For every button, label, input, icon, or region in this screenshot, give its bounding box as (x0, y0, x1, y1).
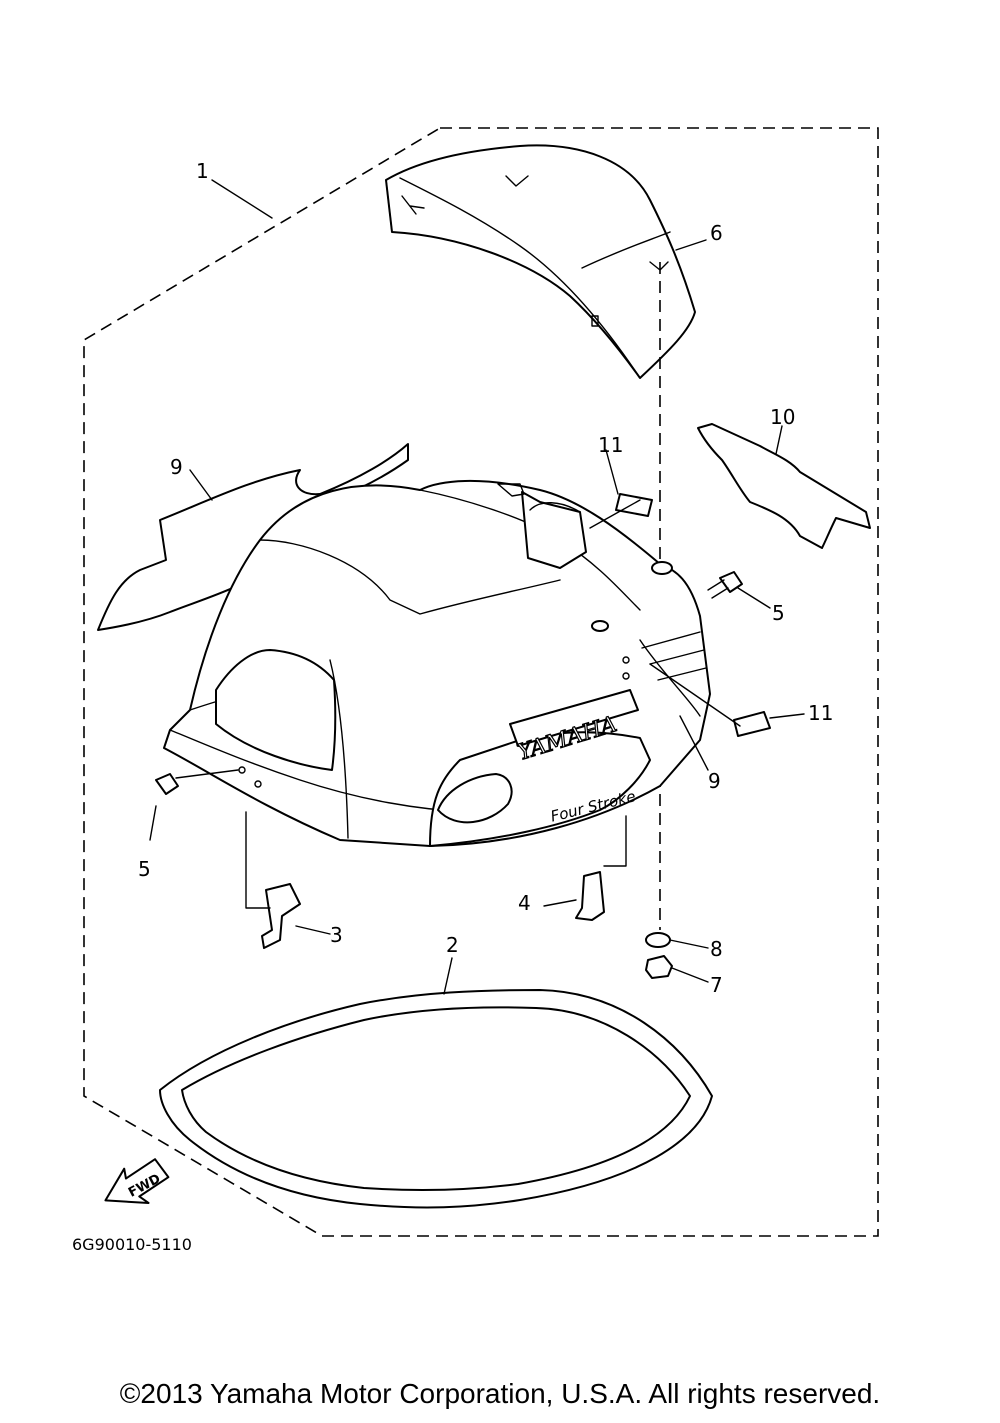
part-11-right-pad (733, 711, 771, 737)
part-5-right-screw (707, 571, 743, 599)
callout-11-right: 11 (808, 701, 833, 725)
callout-7: 7 (710, 973, 723, 997)
part-3-bracket (245, 811, 301, 949)
part-11-top-pad (615, 493, 653, 517)
part-2-seal (159, 989, 713, 1209)
callout-3: 3 (330, 923, 343, 947)
callout-4: 4 (518, 891, 531, 915)
fwd-direction-arrow: FWD (104, 1158, 170, 1204)
part-6-upper-cover (385, 144, 696, 379)
callout-2: 2 (446, 933, 459, 957)
part-9-left-decal (97, 443, 409, 631)
leader-lines (149, 179, 805, 995)
callout-5-right: 5 (772, 601, 785, 625)
callout-1: 1 (196, 159, 209, 183)
part-10-right-decal (697, 423, 871, 549)
part-5-left-screw (155, 773, 179, 795)
diagram-part-number: 6G90010-5110 (72, 1235, 192, 1254)
callout-6: 6 (710, 221, 723, 245)
callout-11-top: 11 (598, 433, 623, 457)
callout-5-left: 5 (138, 857, 151, 881)
callout-10: 10 (770, 405, 795, 429)
part-1-top-cowling: YAMAHA Four Stroke (163, 480, 711, 847)
callout-9-right: 9 (708, 769, 721, 793)
copyright-notice: ©2013 Yamaha Motor Corporation, U.S.A. A… (119, 1378, 881, 1409)
assembly-boundary-dashed (83, 127, 879, 1237)
callout-9-left: 9 (170, 455, 183, 479)
part-7-nut (645, 955, 673, 979)
part-8-washer (645, 932, 671, 948)
part-4-bracket (575, 815, 627, 921)
callout-8: 8 (710, 937, 723, 961)
